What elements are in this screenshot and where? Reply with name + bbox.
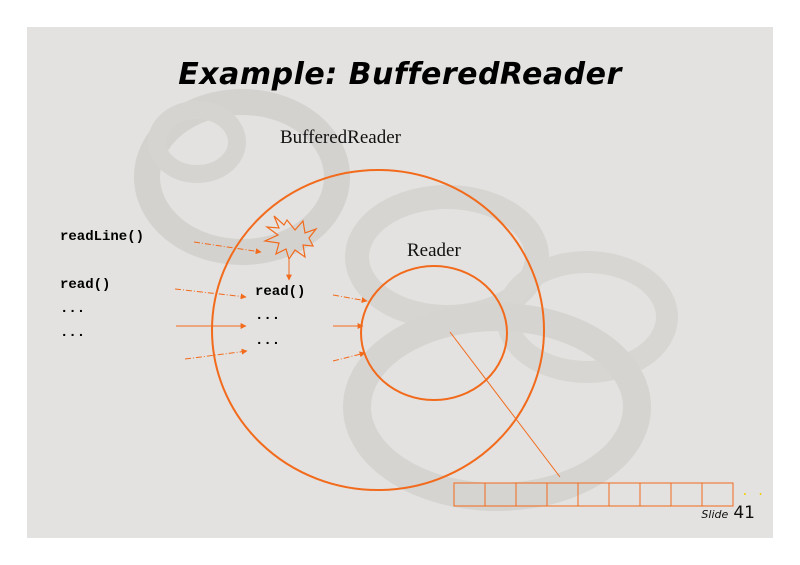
buffer-array: [453, 482, 734, 507]
buffer-ellipsis: . . .: [741, 484, 773, 499]
slide-title: Example: BufferedReader: [178, 57, 622, 92]
method-readline: readLine(): [60, 229, 145, 245]
inner-method-ellipsis-1: ...: [255, 308, 281, 324]
inner-method-ellipsis-2: ...: [255, 333, 281, 349]
buffer-cell: [670, 482, 703, 507]
buffer-cell: [515, 482, 548, 507]
arrow-ellipsis-2: [184, 348, 248, 360]
buffer-cell: [701, 482, 734, 507]
arrow-inner-ellipsis-2: [332, 351, 366, 362]
buffer-cell: [546, 482, 579, 507]
starburst-icon: [262, 215, 318, 261]
method-ellipsis-1: ...: [60, 301, 86, 317]
background-decoration: [134, 89, 678, 511]
slide-number: Slide 41: [701, 503, 755, 523]
method-ellipsis-2: ...: [60, 325, 86, 341]
slide-num: 41: [733, 503, 755, 523]
slide-word: Slide: [701, 508, 729, 521]
arrow-inner-read: [332, 294, 368, 304]
reader-to-buffer-line: [449, 331, 561, 478]
arrow-readline: [193, 241, 262, 255]
buffer-cell: [577, 482, 610, 507]
reader-circle: [360, 265, 508, 401]
arrow-read: [174, 288, 247, 300]
reader-label: Reader: [407, 240, 461, 261]
slide: Example: BufferedReader BufferedReader R…: [27, 27, 773, 538]
buffer-cell: [484, 482, 517, 507]
method-read: read(): [60, 277, 111, 293]
buffer-cell: [453, 482, 486, 507]
buffer-cell: [608, 482, 641, 507]
buffered-reader-circle: [211, 169, 545, 491]
buffered-reader-label: BufferedReader: [280, 127, 401, 148]
buffer-cell: [639, 482, 672, 507]
diagram-canvas: . . .: [174, 169, 773, 507]
inner-method-read: read(): [255, 284, 306, 300]
